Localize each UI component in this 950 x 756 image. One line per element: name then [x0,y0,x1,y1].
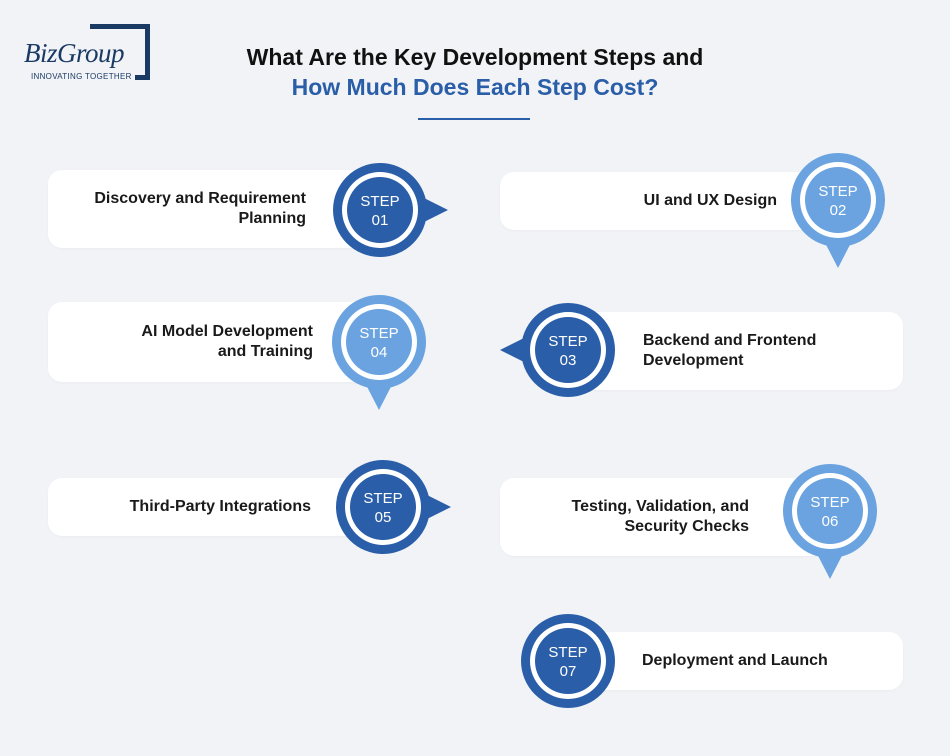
logo-tagline: INNOVATING TOGETHER [31,72,135,81]
arrow-left-icon [500,303,615,397]
arrow-down-icon [791,153,885,268]
arrow-right-icon [336,460,451,554]
step-07-title: Deployment and Launch [642,652,828,669]
arrow-right-icon [333,163,448,257]
page-title-line-1: What Are the Key Development Steps and [246,44,704,70]
step-05-title: Third-Party Integrations [129,498,311,515]
step-05-card: Third-Party Integrations [48,478,373,536]
logo-name: BizGroup [24,38,127,69]
page-title-line-2: How Much Does Each Step Cost? [291,74,659,100]
arrow-down-icon [783,464,877,579]
step-circle-icon [521,614,615,708]
step-02-title: UI and UX Design [643,192,777,209]
step-07-card: Deployment and Launch [568,632,903,690]
title-underline [418,118,530,120]
arrow-down-icon [332,295,426,410]
bizgroup-logo: BizGroup INNOVATING TOGETHER [22,22,162,86]
step-02-card: UI and UX Design [500,172,830,230]
